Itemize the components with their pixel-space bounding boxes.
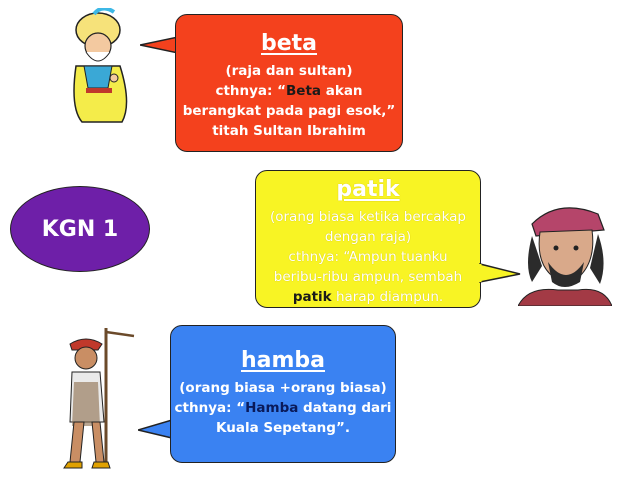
patik-line-5-suffix: harap diampun. (331, 289, 444, 305)
beta-title: beta (260, 31, 318, 56)
beta-line-2-suffix: akan (321, 83, 363, 99)
patik-title: patik (336, 177, 400, 202)
hamba-bubble: hamba (orang biasa +orang biasa) cthnya:… (170, 325, 396, 463)
beta-line-1: (raja dan sultan) (225, 63, 353, 79)
beta-keyword: Beta (286, 83, 322, 99)
beta-line-3: berangkat pada pagi esok,” (182, 103, 396, 119)
beta-line-2: cthnya: “Beta akan (176, 81, 402, 101)
patik-line-2: dengan raja) (324, 229, 412, 245)
patik-line-5: patik harap diampun. (256, 287, 480, 307)
hamba-line-1: (orang biasa +orang biasa) (179, 380, 387, 396)
patik-keyword: patik (292, 289, 332, 305)
beta-line-4: titah Sultan Ibrahim (212, 123, 366, 139)
patik-bubble-tail (478, 263, 521, 283)
beta-bubble-tail (140, 36, 180, 54)
hamba-line-2-prefix: cthnya: “ (174, 400, 246, 416)
hamba-line-2: cthnya: “Hamba datang dari (171, 398, 395, 418)
kgn-oval: KGN 1 (10, 186, 150, 272)
patik-bubble: patik (orang biasa ketika bercakap denga… (255, 170, 481, 308)
beta-line-2-prefix: cthnya: “ (215, 83, 287, 99)
patik-line-4: beribu-ribu ampun, sembah (273, 269, 463, 285)
man-with-head-cloth-figure (518, 207, 612, 306)
porter-with-stick-figure (63, 328, 135, 469)
hamba-line-3: Kuala Sepetang”. (216, 420, 350, 436)
hamba-keyword: Hamba (245, 400, 299, 416)
patik-line-1: (orang biasa ketika bercakap (269, 209, 467, 225)
hamba-line-2-suffix: datang dari (298, 400, 392, 416)
patik-line-3: cthnya: “Ampun tuanku (288, 249, 448, 265)
hamba-bubble-tail (138, 418, 174, 439)
beta-bubble: beta (raja dan sultan) cthnya: “Beta aka… (175, 14, 403, 152)
sultan-figure (73, 8, 128, 123)
kgn-label: KGN 1 (41, 216, 119, 242)
hamba-title: hamba (240, 348, 326, 373)
